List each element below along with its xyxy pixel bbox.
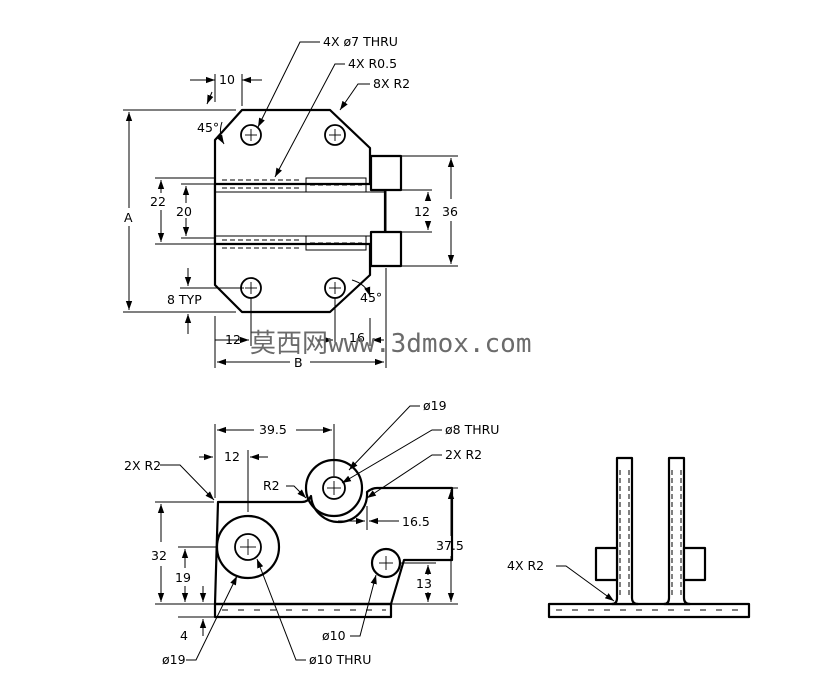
dim-height-right: 37.5 (436, 538, 464, 553)
dim-slot-outer: 22 (150, 194, 166, 209)
side-base (547, 602, 751, 619)
top-tab-upper (369, 154, 403, 192)
front-large-boss (215, 514, 281, 580)
front-plate-outline (213, 486, 454, 606)
top-knuckle-upper (305, 177, 367, 193)
large-hole: ø10 THRU (309, 652, 371, 667)
dim-hole-x: 12 (224, 449, 240, 464)
front-view: 39.5 12 2X R2 R2 ø19 ø8 THRU 2X R2 16.5 … (124, 398, 499, 667)
side-view: 4X R2 (507, 456, 751, 619)
hole-callout: 4X ø7 THRU (323, 34, 398, 49)
dim-tab-height: 12 (414, 204, 430, 219)
dim-small-hole-height: 13 (416, 576, 432, 591)
dim-overall-width: B (294, 355, 303, 370)
corner-radius-callout: 8X R2 (373, 76, 410, 91)
top-hole-ul (240, 124, 262, 146)
watermark: 莫西网www.3dmox.com (250, 329, 532, 359)
side-upright-left (610, 456, 640, 606)
small-radius-callout: 4X R0.5 (348, 56, 397, 71)
side-tab-left (594, 546, 619, 582)
chamfer-angle-top: 45° (197, 120, 219, 135)
fillet-callout: R2 (263, 478, 280, 493)
chamfer-angle-bottom: 45° (360, 290, 382, 305)
dim-hole-height: 19 (175, 570, 191, 585)
dim-overall-height: A (124, 210, 133, 225)
corner-radius-right: 2X R2 (445, 447, 482, 462)
top-hole-ur (324, 124, 346, 146)
dim-hole-spacing: 12 (225, 332, 241, 347)
dim-edge-typ: 8 TYP (167, 292, 202, 307)
front-base (213, 602, 393, 619)
top-knuckle-lower (305, 235, 367, 251)
dim-offset: 16.5 (402, 514, 430, 529)
dim-base-thickness: 4 (180, 628, 188, 643)
front-small-boss (370, 547, 402, 579)
side-radius-callout: 4X R2 (507, 558, 544, 573)
boss-hole: ø8 THRU (445, 422, 499, 437)
dim-hole-offset: 10 (219, 72, 235, 87)
top-view: 4X ø7 THRU 4X R0.5 8X R2 10 45° A 22 20 (123, 34, 458, 370)
top-tab-lower (369, 230, 403, 268)
side-upright-right (662, 456, 692, 606)
dim-tab-span: 36 (442, 204, 458, 219)
dim-tab-width: 16 (349, 330, 365, 345)
dim-height-left: 32 (151, 548, 167, 563)
side-tab-right (682, 546, 707, 582)
small-boss-diameter: ø10 (322, 628, 346, 643)
dim-boss-x: 39.5 (259, 422, 287, 437)
dim-slot-inner: 20 (176, 204, 192, 219)
corner-radius-left: 2X R2 (124, 458, 161, 473)
boss-diameter: ø19 (423, 398, 447, 413)
top-slot-body (213, 182, 387, 246)
large-boss-diameter: ø19 (162, 652, 186, 667)
top-hole-lr (324, 277, 346, 299)
